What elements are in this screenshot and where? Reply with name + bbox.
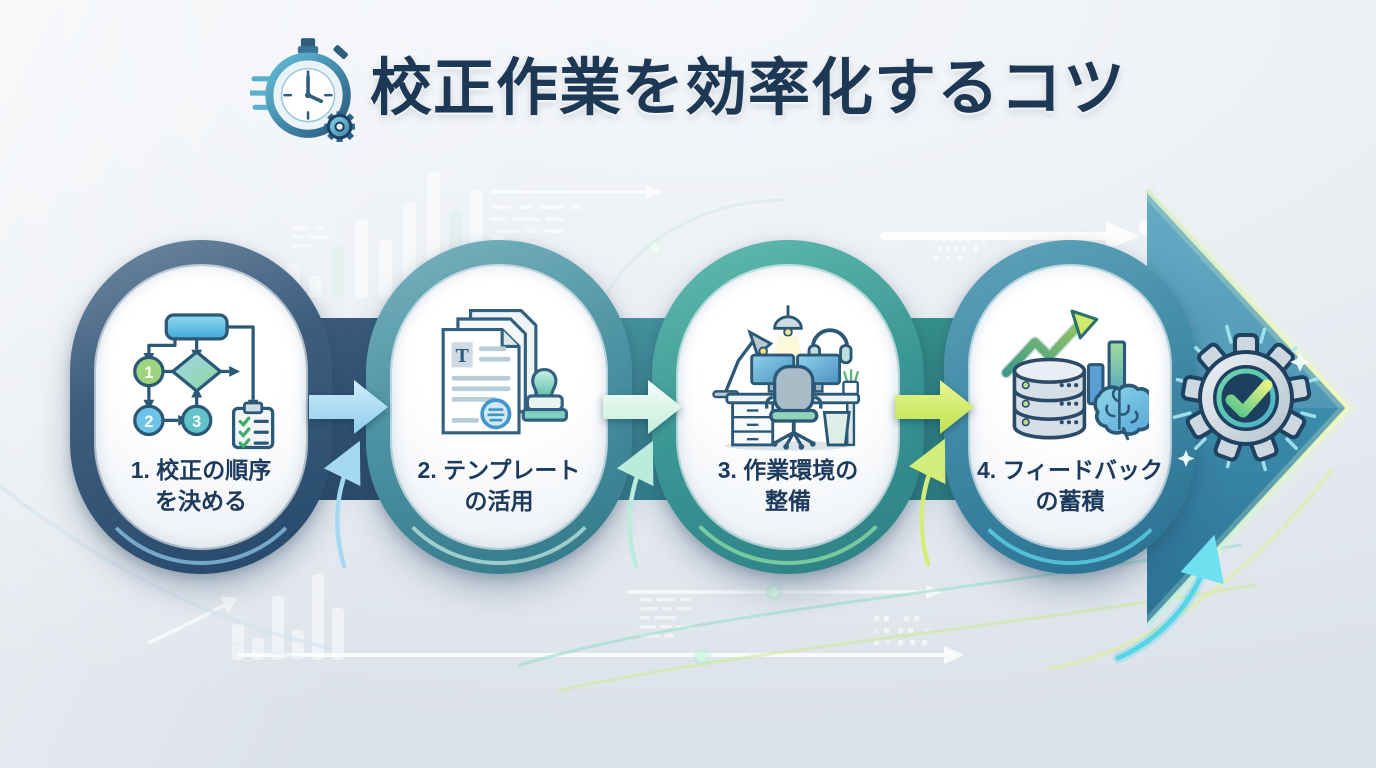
- step-2-label: 2. テンプレート の活用: [392, 455, 606, 516]
- drawer-unit-icon: [731, 401, 775, 447]
- stamp-icon: [521, 367, 568, 422]
- desk-lamp-icon: [712, 329, 774, 399]
- step-3-label: 3. 作業環境の 整備: [678, 455, 898, 516]
- growth-arrow-icon: [1000, 309, 1099, 379]
- sparkles: [1177, 352, 1310, 467]
- trash-can-icon: [822, 410, 851, 447]
- office-chair-icon: [764, 364, 823, 450]
- junction-arrow-2: [603, 380, 682, 434]
- step-capsule-1: 1 2 3 1. 校正の順序 を決める: [70, 240, 332, 574]
- title-block: [451, 342, 473, 368]
- plant-cup-icon: [842, 369, 859, 396]
- flowchart-number-2: 2: [144, 413, 153, 431]
- database-growth-brain-icon: [1000, 309, 1149, 441]
- junction-arrow-1: [309, 380, 388, 434]
- step-capsule-4: 4. フィードバック の蓄積: [944, 240, 1196, 574]
- bar-chart-icon: [1086, 340, 1127, 406]
- page-title: 校正作業を効率化するコツ: [369, 54, 1126, 123]
- desk-leg: [846, 401, 856, 447]
- gear-checkmark-icon: [1172, 324, 1320, 472]
- background-text-dashes: [292, 205, 694, 638]
- step-1-label: 1. 校正の順序 を決める: [96, 455, 306, 516]
- step-3-label-line1: 3. 作業環境の: [717, 457, 859, 484]
- pendant-light-icon: [766, 305, 810, 380]
- step-capsule-2: T: [366, 240, 632, 574]
- mini-gear-icon: [324, 111, 355, 143]
- desk-top: [725, 392, 861, 405]
- step-capsule-1-inner: 1 2 3 1. 校正の順序 を決める: [96, 266, 306, 548]
- header: 校正作業を効率化するコツ: [0, 12, 1376, 166]
- step-capsule-3-inner: 3. 作業環境の 整備: [678, 266, 898, 548]
- dual-monitors-icon: [750, 353, 842, 393]
- seal-icon: [480, 398, 512, 430]
- flowchart-checklist-icon: 1 2 3: [133, 313, 275, 450]
- step-2-label-line2: の活用: [464, 487, 534, 514]
- background-arrows: [148, 185, 1140, 664]
- headphones-icon: [807, 328, 853, 365]
- background-dot-grid-bottom: [874, 616, 929, 645]
- step-2-label-line1: 2. テンプレート: [417, 457, 581, 484]
- step-capsule-2-inner: T: [392, 266, 606, 548]
- step-capsule-4-inner: 4. フィードバック の蓄積: [970, 266, 1170, 548]
- documents-stamp-icon: T: [441, 309, 568, 435]
- step-1-label-line1: 1. 校正の順序: [130, 457, 272, 484]
- clipboard-icon: [231, 401, 275, 450]
- result-badge: [1172, 324, 1320, 477]
- database-icon: [1012, 357, 1087, 440]
- step-3-label-line2: 整備: [765, 487, 811, 514]
- flowchart-number-1: 1: [144, 364, 153, 382]
- step-4-label-line2: の蓄積: [1035, 487, 1105, 514]
- checkmark: [1225, 379, 1273, 418]
- brain-icon: [1093, 383, 1149, 441]
- step-4-label: 4. フィードバック の蓄積: [970, 455, 1170, 516]
- gear-teeth: [1180, 333, 1312, 462]
- step-4-label-line1: 4. フィードバック: [976, 457, 1164, 484]
- desk-workspace-icon: [712, 305, 861, 451]
- template-letter: T: [455, 345, 469, 367]
- step-capsule-3: 3. 作業環境の 整備: [652, 240, 924, 574]
- floor-shadow: [724, 441, 852, 451]
- step-1-label-line2: を決める: [155, 487, 247, 514]
- stacked-pages: [441, 309, 538, 435]
- stopwatch-speed-gear-icon: [249, 38, 355, 143]
- flowchart-number-3: 3: [192, 413, 201, 431]
- junction-arrow-3: [895, 380, 974, 434]
- background-dot-grid-top: [934, 238, 986, 260]
